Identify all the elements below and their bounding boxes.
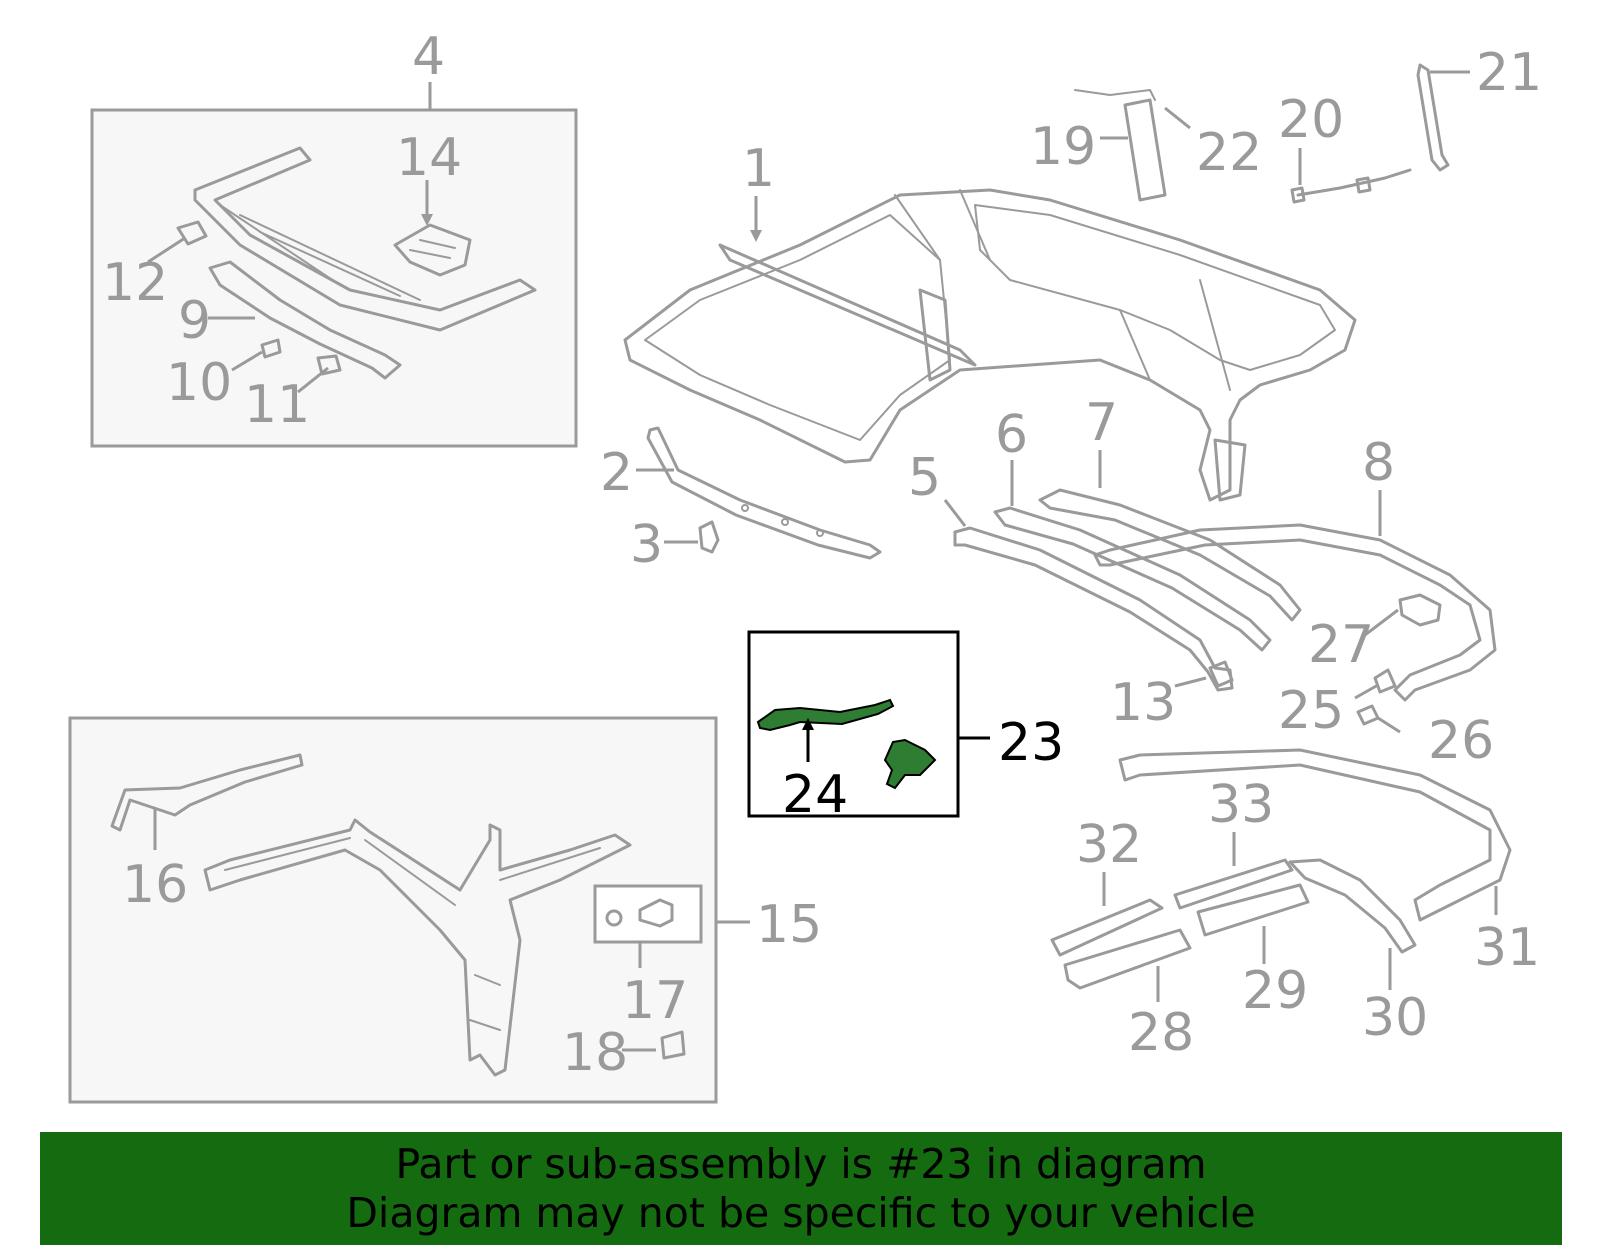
callout-8: 8 <box>1362 433 1395 493</box>
highlight-box-23 <box>747 630 990 818</box>
callout-7: 7 <box>1085 393 1118 453</box>
callout-2: 2 <box>600 443 633 503</box>
callout-30: 30 <box>1362 988 1428 1048</box>
callout-17: 17 <box>622 971 688 1031</box>
callout-26: 26 <box>1428 711 1494 771</box>
callout-6: 6 <box>995 405 1028 465</box>
callout-14: 14 <box>396 128 462 188</box>
callout-9: 9 <box>178 291 211 351</box>
banner-line-1: Part or sub-assembly is #23 in diagram <box>395 1140 1207 1188</box>
callout-32: 32 <box>1076 815 1142 875</box>
seals-group <box>943 450 1497 734</box>
callout-33: 33 <box>1208 775 1274 835</box>
callout-24: 24 <box>782 765 848 825</box>
callout-27: 27 <box>1308 615 1374 675</box>
info-banner: Part or sub-assembly is #23 in diagram D… <box>40 1132 1562 1245</box>
callout-15: 15 <box>756 895 822 955</box>
banner-line-2: Diagram may not be specific to your vehi… <box>346 1189 1256 1237</box>
callout-1: 1 <box>742 139 775 199</box>
inset-box-15 <box>68 716 750 1104</box>
callout-22: 22 <box>1196 123 1262 183</box>
callout-21: 21 <box>1476 43 1542 103</box>
callout-31: 31 <box>1474 918 1540 978</box>
callout-16: 16 <box>122 855 188 915</box>
callout-23: 23 <box>998 713 1064 773</box>
callout-18: 18 <box>562 1023 628 1083</box>
parts-2-3 <box>636 426 882 560</box>
callout-4: 4 <box>412 27 445 87</box>
top-right-parts <box>1074 63 1470 204</box>
callout-12: 12 <box>102 253 168 313</box>
callout-10: 10 <box>166 353 232 413</box>
top-frame-part-1 <box>623 188 1357 502</box>
highlighted-seal-part-24 <box>756 698 895 732</box>
callout-20: 20 <box>1278 90 1344 150</box>
callout-19: 19 <box>1030 117 1096 177</box>
callout-5: 5 <box>908 448 941 508</box>
rail-seals-group <box>1050 748 1512 1002</box>
callout-13: 13 <box>1110 673 1176 733</box>
inset-box-4 <box>90 82 578 448</box>
callout-11: 11 <box>244 375 310 435</box>
callout-29: 29 <box>1242 961 1308 1021</box>
callout-3: 3 <box>630 515 663 575</box>
callout-28: 28 <box>1128 1003 1194 1063</box>
callout-25: 25 <box>1278 681 1344 741</box>
highlighted-clip-part <box>883 738 937 790</box>
callout-labels: 1 2 3 4 5 6 7 8 9 10 11 12 13 14 15 16 1… <box>102 27 1542 1083</box>
